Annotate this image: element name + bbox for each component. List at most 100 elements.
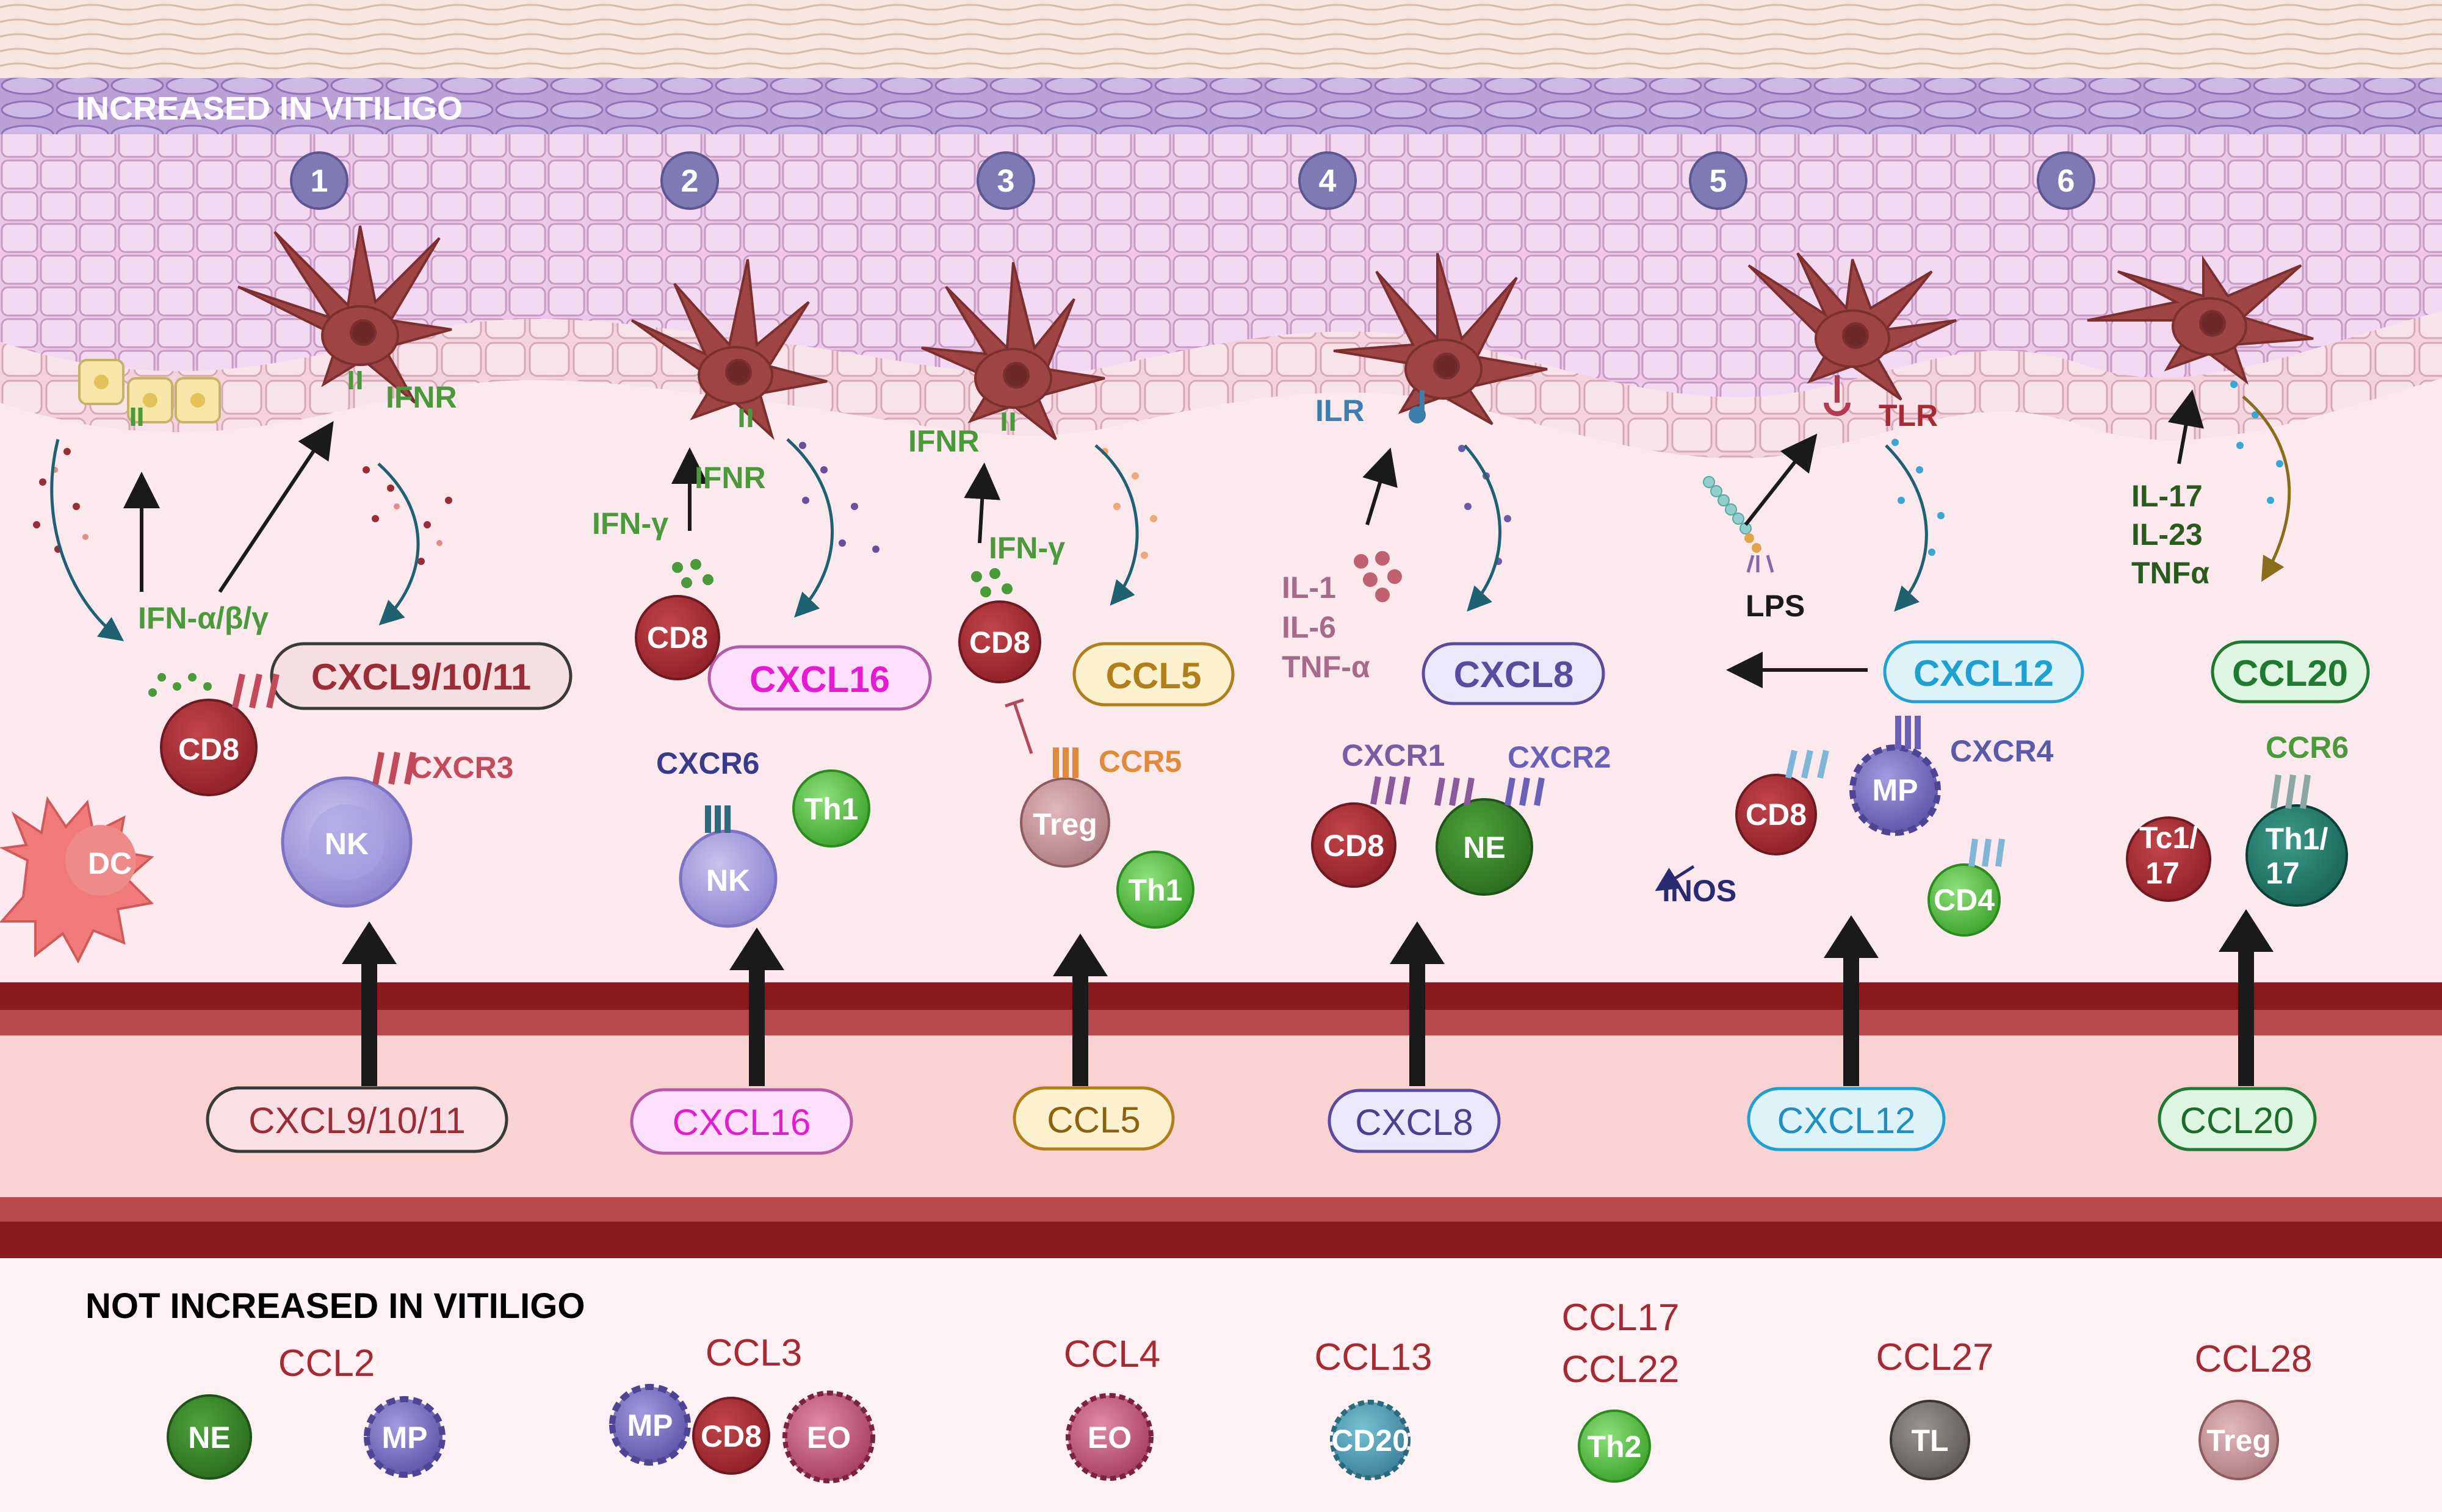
- cell-th17-p6: [2245, 804, 2348, 907]
- label-nk-p2: NK: [706, 863, 750, 898]
- label-il1: IL-1: [1282, 571, 1336, 605]
- cell-cd20-ccl13: [1330, 1400, 1411, 1480]
- label-th1-p3: Th1: [1129, 873, 1183, 907]
- label-tnf-p4: TNF-α: [1282, 650, 1370, 684]
- step-label-5: 5: [1710, 164, 1727, 199]
- step-marker-4: [1298, 151, 1357, 210]
- label-tc17-b: 17: [2145, 856, 2180, 890]
- label-th17-a: Th1/: [2266, 822, 2328, 856]
- cell-th2-ccl17: [1578, 1409, 1651, 1483]
- ccr6-receptor-icon: [2270, 774, 2311, 809]
- vessel-pill-cxcl12: [1747, 1087, 1946, 1151]
- ilr-receptor-icon: [1409, 391, 1426, 423]
- tissue-label-ccl5: CCL5: [1106, 655, 1202, 696]
- melanocyte-6: [2087, 255, 2314, 385]
- cell-treg-ccl28: [2198, 1400, 2279, 1480]
- melanocyte-2: [630, 259, 828, 441]
- step-marker-1: [290, 151, 349, 210]
- cxcr4-receptor-cd8-icon: [1785, 749, 1829, 779]
- label-tnf-p6: TNFα: [2131, 556, 2209, 590]
- label-ne-ccl2: NE: [188, 1420, 230, 1455]
- step-label-6: 6: [2057, 164, 2075, 199]
- label-ifnr-p3: IFNR: [908, 424, 980, 458]
- cell-mp-ccl2: [364, 1396, 446, 1478]
- vessel-pills: [206, 1086, 2317, 1155]
- label-ifn-p1: IFN-α/β/γ: [138, 601, 269, 635]
- label-tc17-a: Tc1/: [2139, 821, 2198, 855]
- vessel-label-cxcl12: CXCL12: [1777, 1100, 1916, 1141]
- step-marker-6: [2037, 151, 2095, 210]
- label-cd8-p5: CD8: [1746, 797, 1807, 832]
- label-ccl13: CCL13: [1315, 1336, 1432, 1378]
- step-label-2: 2: [681, 164, 699, 199]
- step-marker-5: [1689, 151, 1747, 210]
- cell-cd8-ccl3: [692, 1397, 770, 1475]
- label-mp-ccl2: MP: [382, 1420, 428, 1455]
- signal-arrows: [123, 389, 2204, 688]
- melanocyte-5: [1747, 252, 1957, 401]
- vessel-wall-top: [0, 982, 2442, 1010]
- increased-header: INCREASED IN VITILIGO: [76, 90, 463, 127]
- vessel-label-cxcl8: CXCL8: [1355, 1102, 1473, 1143]
- vessel-label-ccl20: CCL20: [2180, 1100, 2294, 1141]
- ifnr-melanocyte-1-icon: [349, 371, 362, 389]
- not-increased-header: NOT INCREASED IN VITILIGO: [85, 1286, 585, 1326]
- ifnr-melanocyte-2-icon: [739, 409, 753, 427]
- label-cxcr1: CXCR1: [1342, 738, 1445, 772]
- cell-eo-ccl3: [782, 1391, 875, 1483]
- vessel-label-cxcl9: CXCL9/10/11: [248, 1100, 466, 1141]
- step-marker-3: [977, 151, 1035, 210]
- basal-layer: [0, 311, 2442, 458]
- label-tlr: TLR: [1879, 398, 1938, 433]
- label-ifn-p2: IFN-γ: [592, 506, 668, 541]
- tissue-label-ccl20: CCL20: [2232, 653, 2348, 694]
- ccr5-receptor-icon: [1053, 747, 1078, 778]
- label-ccr6: CCR6: [2266, 730, 2349, 765]
- melanocyte-1: [237, 225, 452, 404]
- stratum-corneum: [0, 0, 2442, 79]
- label-ifnr-p2: IFNR: [695, 461, 766, 495]
- cell-tc17-p6: [2126, 816, 2211, 902]
- tlr-receptor-icon: [1824, 375, 1851, 416]
- cell-cd8-p4: [1311, 802, 1396, 888]
- tissue-label-cxcl9: CXCL9/10/11: [311, 657, 531, 697]
- treg-inhibition-icon: [1005, 698, 1033, 754]
- vessel-pill-ccl20: [2158, 1087, 2317, 1151]
- label-mp-p5: MP: [1873, 773, 1918, 807]
- cxcr4-receptor-cd4-icon: [1968, 838, 2005, 867]
- ifnr-receptors: [131, 371, 1015, 431]
- cxcr2-receptor-icon: [1505, 777, 1545, 806]
- label-ccl28: CCL28: [2195, 1338, 2313, 1380]
- label-cxcr4: CXCR4: [1950, 734, 2054, 768]
- cxcr1-receptor-cd8-icon: [1370, 776, 1411, 805]
- vessel-pill-cxcl8: [1328, 1089, 1501, 1153]
- label-tl-ccl27: TL: [1911, 1424, 1948, 1458]
- label-lps: LPS: [1746, 589, 1805, 623]
- cell-treg-p3: [1020, 777, 1110, 868]
- cell-tl-ccl27: [1890, 1400, 1970, 1480]
- ifnr-melanocyte-3-icon: [1002, 412, 1015, 431]
- cell-cd8-p2: [635, 595, 720, 680]
- label-cd20-ccl13: CD20: [1331, 1424, 1409, 1458]
- label-ifnr-p1: IFNR: [386, 380, 457, 414]
- cell-ne-p4: [1436, 798, 1533, 896]
- label-ne-p4: NE: [1463, 830, 1505, 865]
- label-cd8-p2: CD8: [647, 621, 708, 655]
- step-label-3: 3: [997, 164, 1015, 199]
- label-ccl4: CCL4: [1064, 1333, 1161, 1375]
- label-inos: iNOS: [1662, 874, 1736, 908]
- label-cd4-p5: CD4: [1934, 883, 1995, 917]
- lps-molecule-icon: [1703, 476, 1774, 573]
- label-treg-p3: Treg: [1033, 807, 1097, 841]
- cxcr3-receptor-icon: [372, 752, 416, 785]
- tissue-label-cxcl8: CXCL8: [1454, 654, 1574, 695]
- label-il6: IL-6: [1282, 610, 1336, 644]
- cell-th1-p3: [1116, 851, 1194, 929]
- cell-dc: [0, 796, 154, 964]
- step-label-4: 4: [1319, 164, 1337, 199]
- label-nk-p1: NK: [325, 827, 369, 861]
- label-th17-b: 17: [2266, 856, 2300, 890]
- keratinocytes: [78, 359, 221, 423]
- recruitment-arrows: [342, 909, 2274, 1086]
